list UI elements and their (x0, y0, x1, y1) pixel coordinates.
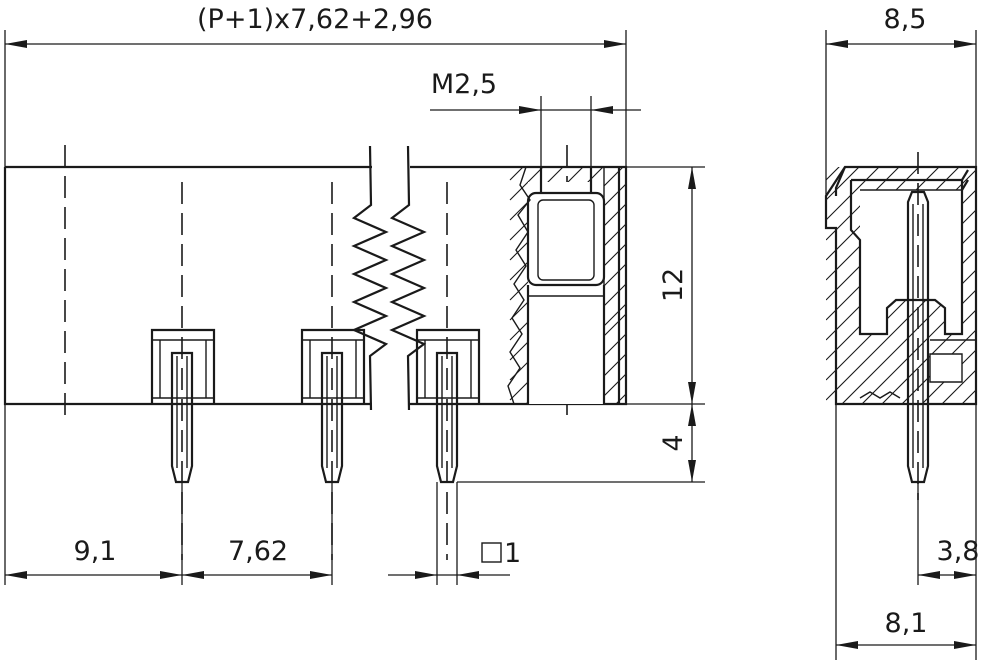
break-line-left (351, 145, 389, 411)
dim-pitch-label: 7,62 (228, 536, 288, 567)
front-view (3, 30, 705, 585)
side-pin (906, 190, 930, 484)
break-line-right (389, 145, 427, 411)
dim-overall-length-label: (P+1)x7,62+2,96 (197, 4, 433, 35)
square-symbol (481, 542, 502, 563)
dim-thread-label: M2,5 (431, 69, 497, 100)
dim-side-width-label: 8,5 (884, 4, 927, 35)
pin-housing-3 (415, 328, 481, 404)
screw-section (507, 166, 626, 405)
pin-1 (170, 351, 194, 484)
side-view (824, 30, 978, 660)
dim-height-label: 12 (658, 268, 689, 302)
dim-pin-offset-label: 3,8 (937, 536, 980, 567)
dim-pin-length-label: 4 (658, 434, 689, 451)
dim-base-width-label: 8,1 (885, 608, 928, 639)
pin-housing-1 (150, 328, 216, 404)
dim-first-pin-label: 9,1 (74, 536, 117, 567)
dim-pin-square-label: 1 (504, 538, 521, 569)
pin-2 (320, 351, 344, 484)
pin-housing-2 (300, 328, 366, 404)
pin-3 (435, 351, 459, 484)
